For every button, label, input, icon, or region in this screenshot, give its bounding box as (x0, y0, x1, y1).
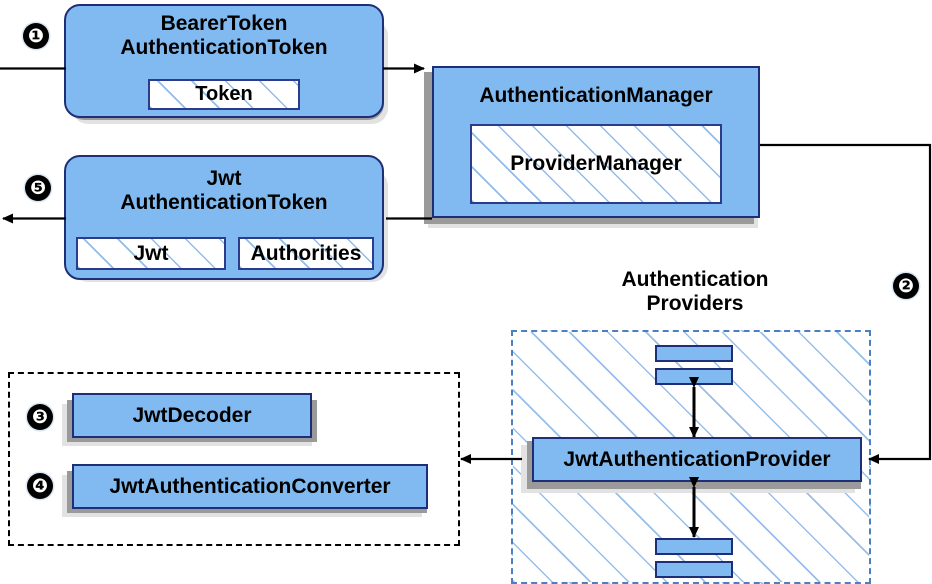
subbox-provider-manager: ProviderManager (470, 124, 722, 204)
provider-stack-bar-top-2 (655, 368, 733, 385)
subbox-token: Token (148, 79, 300, 110)
authentication-manager-title: AuthenticationManager (479, 84, 713, 107)
bearer-token-title-line2: AuthenticationToken (120, 35, 328, 59)
provider-stack-bar-bottom-2 (655, 561, 733, 578)
bearer-token-title-line1: BearerToken (160, 12, 288, 35)
provider-stack-bar-bottom-1 (655, 538, 733, 555)
node-jwt-authentication-provider[interactable]: JwtAuthenticationProvider (532, 437, 862, 482)
subbox-authorities: Authorities (238, 237, 374, 270)
group-support-components (8, 372, 460, 546)
marker-3: ❸ (27, 404, 53, 430)
provider-stack-bar-top-1 (655, 345, 733, 362)
node-jwt-authentication-token[interactable]: Jwt AuthenticationToken (64, 155, 384, 280)
jwt-token-title: Jwt AuthenticationToken (66, 167, 382, 214)
jwt-token-title-line2: AuthenticationToken (120, 190, 328, 214)
authentication-providers-label-line1: Authentication (621, 268, 769, 291)
group-label-authentication-providers: Authentication Providers (560, 268, 830, 316)
node-jwt-decoder[interactable]: JwtDecoder (72, 393, 312, 438)
authentication-providers-label-line2: Providers (646, 292, 744, 316)
node-bearer-token-authentication-token[interactable]: BearerToken AuthenticationToken (64, 4, 384, 118)
node-jwt-authentication-converter[interactable]: JwtAuthenticationConverter (72, 464, 428, 509)
marker-2: ❷ (893, 273, 919, 299)
subbox-jwt: Jwt (76, 237, 226, 270)
jwt-token-title-line1: Jwt (206, 167, 242, 190)
marker-1: ❶ (23, 23, 49, 49)
marker-5: ❺ (25, 175, 51, 201)
bearer-token-title: BearerToken AuthenticationToken (66, 12, 382, 59)
marker-4: ❹ (27, 473, 53, 499)
